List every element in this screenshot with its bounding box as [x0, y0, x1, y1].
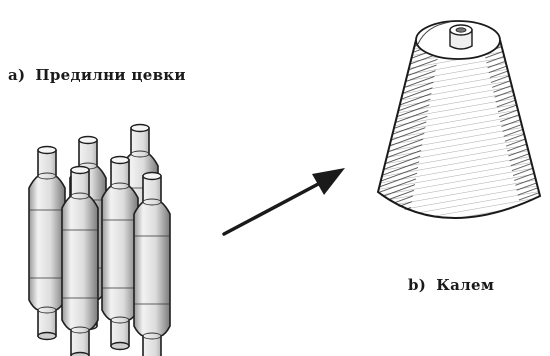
- bobbins-group: [29, 125, 170, 356]
- cone: [378, 21, 540, 218]
- arrow: [224, 168, 345, 234]
- bobbin-back-left: [29, 147, 65, 340]
